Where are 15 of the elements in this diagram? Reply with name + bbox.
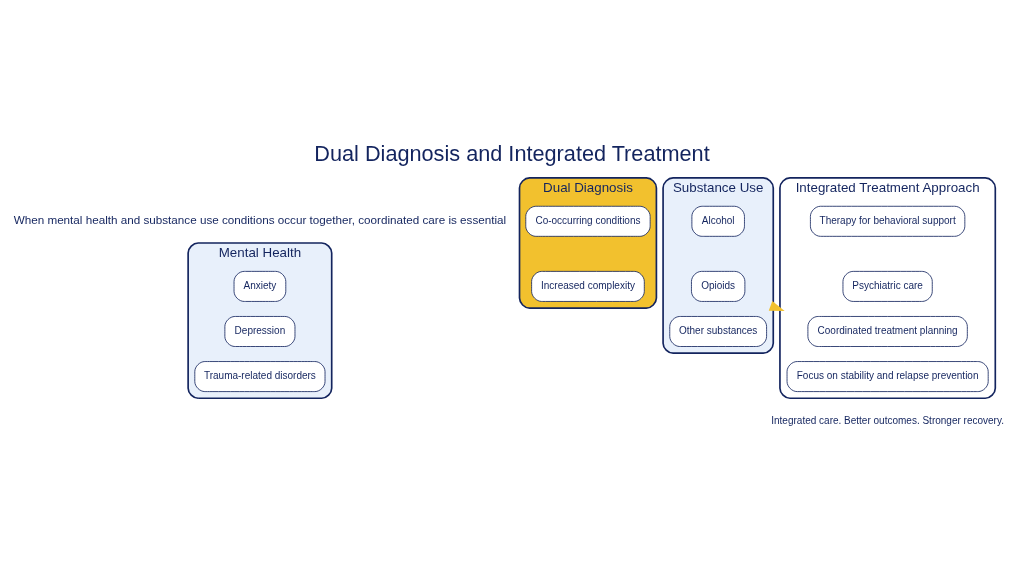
node-box: Alcohol xyxy=(691,205,745,237)
label: Integrated care. Better outcomes. Stronger recovery. xyxy=(771,414,1004,426)
node-box: Depression xyxy=(224,315,296,347)
node-box: Focus on stability and relapse prevention xyxy=(786,360,989,392)
node-box: Co-occurring conditions xyxy=(525,205,651,237)
node-box: Trauma-related disorders xyxy=(194,360,326,392)
node-box: Psychiatric care xyxy=(842,270,933,302)
node-box: Opioids xyxy=(691,270,746,302)
diagram-title: Dual Diagnosis and Integrated Treatment xyxy=(314,140,710,166)
node-box: Increased complexity xyxy=(531,270,645,302)
node-box: Coordinated treatment planning xyxy=(807,315,968,347)
node-box: Anxiety xyxy=(233,270,287,302)
node-box: Other substances xyxy=(669,315,767,347)
node-box: Therapy for behavioral support xyxy=(810,205,966,237)
label: When mental health and substance use conditions occur together, coordinated care is essential xyxy=(13,212,507,226)
